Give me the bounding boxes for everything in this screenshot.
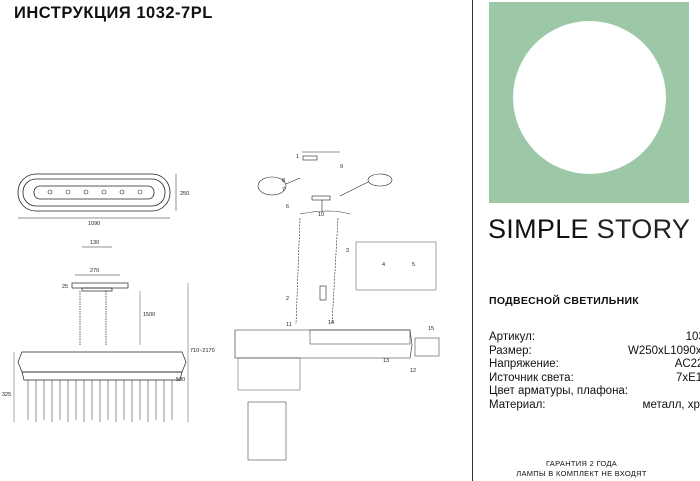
dim-top-width: 1090 — [88, 221, 100, 227]
spec-value: хром — [628, 385, 700, 399]
brand-name-part2: STORY — [596, 214, 691, 244]
spec-label: Цвет арматуры, плафона: — [489, 385, 629, 397]
step-8: 8 — [282, 178, 285, 184]
spec-row: Источник света: 7xE14 40W — [489, 372, 700, 386]
spec-label: Напряжение: — [489, 358, 559, 370]
step-9: 9 — [340, 164, 343, 170]
footer-note: ГАРАНТИЯ 2 ГОДА ЛАМПЫ В КОМПЛЕКТ НЕ ВХОД… — [480, 459, 683, 479]
brand-logo — [489, 2, 689, 203]
step-15: 15 — [428, 326, 434, 332]
technical-drawing: 1090 250 130 270 25 1500 710~2170 580 3 — [2, 151, 440, 461]
spec-label: Размер: — [489, 344, 532, 357]
dim-top-depth: 250 — [180, 191, 189, 197]
dim-small-25: 25 — [62, 284, 68, 290]
spec-value: 1032-7PL — [685, 331, 700, 343]
step-13: 13 — [383, 358, 389, 364]
dim-canopy-top: 130 — [90, 240, 99, 246]
step-3: 3 — [346, 248, 349, 254]
step-2: 2 — [286, 296, 289, 302]
dim-body-height: 580 — [176, 377, 185, 383]
dim-canopy-width: 270 — [90, 268, 99, 274]
spec-row: Цвет арматуры, плафона:хром — [489, 385, 700, 399]
spec-table: Артикул:1032-7PLРазмер:W250xL1090xH2170Н… — [489, 331, 700, 412]
lamps-note: ЛАМПЫ В КОМПЛЕКТ НЕ ВХОДЯТ — [516, 469, 647, 478]
step-14: 14 — [328, 320, 334, 326]
dim-chain: 1500 — [143, 312, 155, 318]
step-10: 10 — [318, 212, 324, 218]
step-11: 11 — [286, 322, 292, 328]
step-6: 6 — [286, 204, 289, 210]
spec-row: Артикул: 1032-7PL — [489, 331, 700, 345]
step-12: 12 — [410, 368, 416, 374]
front-view — [13, 246, 189, 422]
step-7: 7 — [282, 187, 285, 193]
vertical-divider — [472, 0, 473, 481]
top-view — [17, 173, 177, 219]
logo-circle — [513, 21, 666, 174]
spec-label: Источник света: — [489, 371, 574, 384]
step-1: 1 — [296, 154, 299, 160]
spec-value: 7xE14 40W — [675, 371, 700, 384]
page-title: ИНСТРУКЦИЯ 1032-7PL — [14, 4, 213, 22]
spec-row: Материал: металл, хрусталь — [489, 399, 700, 413]
dim-crystal-height: 325 — [2, 392, 11, 398]
dim-height-range: 710~2170 — [190, 348, 215, 354]
assembly-view — [234, 151, 440, 461]
step-4: 4 — [382, 262, 385, 268]
warranty-text: ГАРАНТИЯ 2 ГОДА — [545, 459, 618, 468]
spec-value: металл, хрусталь — [642, 398, 700, 411]
product-type: ПОДВЕСНОЙ СВЕТИЛЬНИК — [489, 295, 640, 307]
spec-value: AC220_240 — [674, 358, 700, 370]
spec-row: Размер: W250xL1090xH2170 — [489, 345, 700, 359]
brand-name-part1: SIMPLE — [488, 214, 589, 244]
step-number-labels: 1 2 3 4 5 6 7 8 9 10 11 12 13 14 15 — [282, 154, 434, 374]
spec-label: Артикул: — [489, 331, 536, 343]
step-5: 5 — [412, 262, 415, 268]
spec-row: Напряжение: AC220_240 — [489, 358, 700, 372]
brand-name: SIMPLE STORY — [488, 214, 690, 245]
spec-label: Материал: — [489, 398, 546, 411]
spec-value: W250xL1090xH2170 — [628, 344, 700, 357]
